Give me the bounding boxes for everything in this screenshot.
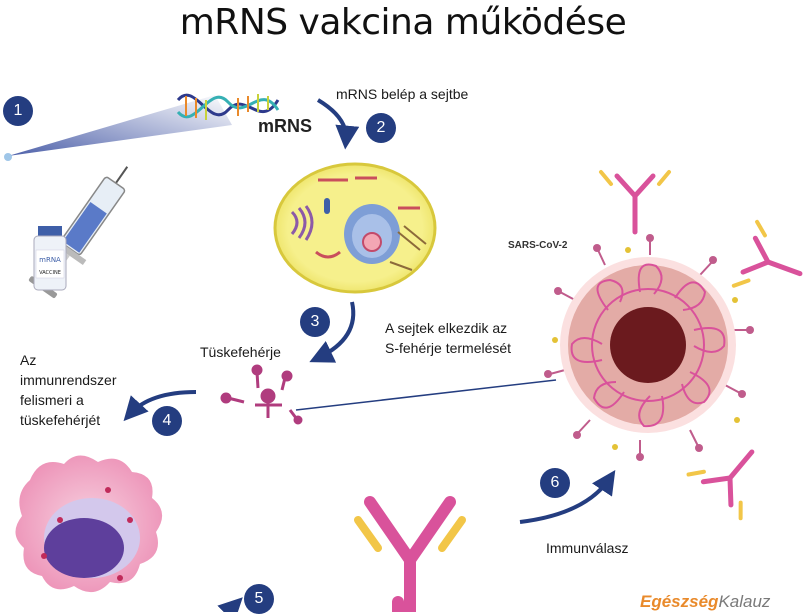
step-badge-1: 1 <box>3 96 33 126</box>
arrows <box>123 98 616 612</box>
step-badge-4: 4 <box>152 406 182 436</box>
recognize-line-3: felismeri a <box>20 392 84 408</box>
vial-label-bottom: VACCINE <box>39 270 61 276</box>
logo-brand: Egészség <box>640 592 719 611</box>
spike-protein-label: Tüskefehérje <box>200 344 281 360</box>
enter-cell-label: mRNS belép a sejtbe <box>336 86 469 102</box>
produce-line-2: S-fehérje termelését <box>385 340 512 356</box>
recognize-line-4: tüskefehérjét <box>20 412 101 428</box>
host-cell-icon <box>273 162 437 294</box>
immune-cell-icon <box>15 455 163 593</box>
logo-suffix: Kalauz <box>718 592 771 611</box>
page-title: mRNS vakcina működése <box>179 2 627 43</box>
brand-logo: EgészségKalauz <box>640 592 770 612</box>
step-badge-3: 3 <box>300 307 330 337</box>
connector-line <box>295 379 557 411</box>
sars-cov-2-virus-icon <box>544 234 754 461</box>
antibody-icon <box>731 219 803 288</box>
recognize-line-1: Az <box>20 352 37 368</box>
syringe-beam <box>4 95 232 161</box>
step-badge-5: 5 <box>244 584 274 614</box>
recognize-label: Az immunrendszer felismeri a tüskefehérj… <box>20 350 116 430</box>
mrna-strand-icon <box>176 93 280 120</box>
step-badge-2: 2 <box>366 113 396 143</box>
antibody-icon <box>686 449 755 521</box>
vaccine-vial-icon: mRNA VACCINE <box>33 226 67 291</box>
antibody-large-icon <box>354 496 466 612</box>
produce-label: A sejtek elkezdik az S-fehérje termelésé… <box>385 318 511 358</box>
sars-cov-2-label: SARS-CoV-2 <box>508 240 568 251</box>
immune-response-label: Immunválasz <box>546 540 629 556</box>
step-badge-6: 6 <box>540 468 570 498</box>
produce-line-1: A sejtek elkezdik az <box>385 320 508 336</box>
recognize-line-2: immunrendszer <box>20 372 117 388</box>
vial-label-top: mRNA <box>39 256 61 264</box>
spike-protein-icon <box>220 364 303 425</box>
antibody-icon <box>599 170 671 235</box>
mrna-label: mRNS <box>258 116 313 136</box>
